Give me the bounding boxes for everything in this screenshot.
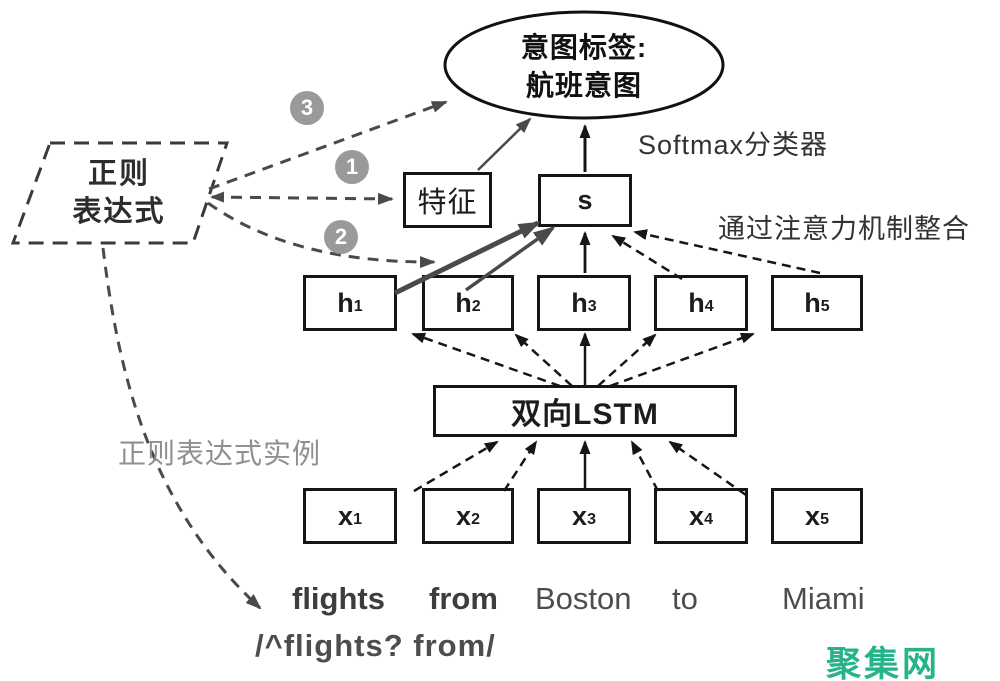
step-circle-2: 2 bbox=[324, 220, 358, 254]
sentence-word-to: to bbox=[672, 581, 698, 616]
x3-label: x bbox=[572, 500, 588, 531]
arrow-feature-to-intent bbox=[477, 117, 532, 171]
regex-label-line2: 表达式 bbox=[72, 196, 166, 228]
sentence-word-miami: Miami bbox=[782, 581, 865, 616]
arrow-regex-to-sentence bbox=[101, 247, 262, 610]
arrow-x1-to-lstm bbox=[413, 440, 499, 493]
arrow-regex-to-attention bbox=[207, 201, 436, 269]
x1-label: x bbox=[338, 500, 354, 531]
h1-label: h bbox=[337, 287, 354, 318]
sentence-word-from: from bbox=[429, 581, 498, 616]
h2-label: h bbox=[455, 287, 472, 318]
regex-label-line1: 正则 bbox=[87, 158, 150, 190]
step-circle-3: 3 bbox=[290, 91, 324, 125]
attention-mechanism-label: 通过注意力机制整合 bbox=[718, 214, 970, 244]
regex-box-label: 正则 表达式 bbox=[44, 152, 194, 234]
arrow-h4-to-s bbox=[611, 234, 683, 281]
bilstm-box: 双向LSTM bbox=[433, 385, 737, 437]
watermark-text: 聚集网 bbox=[826, 645, 941, 681]
context-vector-box: s bbox=[538, 174, 632, 227]
arrow-regex-to-feature bbox=[210, 191, 394, 205]
arrow-lstm-to-h5 bbox=[609, 332, 755, 388]
x4-label: x bbox=[689, 500, 705, 531]
h3-label: h bbox=[571, 287, 588, 318]
sentence-word-boston: Boston bbox=[535, 581, 632, 616]
h4-label: h bbox=[688, 287, 705, 318]
arrow-lstm-to-h2 bbox=[514, 333, 573, 387]
h5-label: h bbox=[804, 287, 821, 318]
feature-box: 特征 bbox=[403, 172, 492, 228]
step-circle-1: 1 bbox=[335, 150, 369, 184]
arrow-x4-to-lstm bbox=[630, 440, 660, 492]
regex-pattern-text: /^flights? from/ bbox=[255, 628, 496, 663]
softmax-classifier-label: Softmax分类器 bbox=[638, 130, 829, 160]
sentence-word-flights: flights bbox=[292, 581, 385, 616]
lstm-to-hidden-arrows bbox=[411, 332, 755, 388]
intent-label-line2: 航班意图 bbox=[525, 70, 642, 101]
arrow-lstm-to-h4 bbox=[597, 333, 657, 387]
arrow-lstm-to-h1 bbox=[411, 332, 561, 388]
intent-label: 意图标签: 航班意图 bbox=[445, 22, 723, 112]
x2-label: x bbox=[456, 500, 472, 531]
regex-instance-label: 正则表达式实例 bbox=[118, 438, 322, 469]
x5-label: x bbox=[805, 500, 821, 531]
arrow-x2-to-lstm bbox=[502, 440, 538, 492]
intent-label-line1: 意图标签: bbox=[520, 32, 648, 63]
